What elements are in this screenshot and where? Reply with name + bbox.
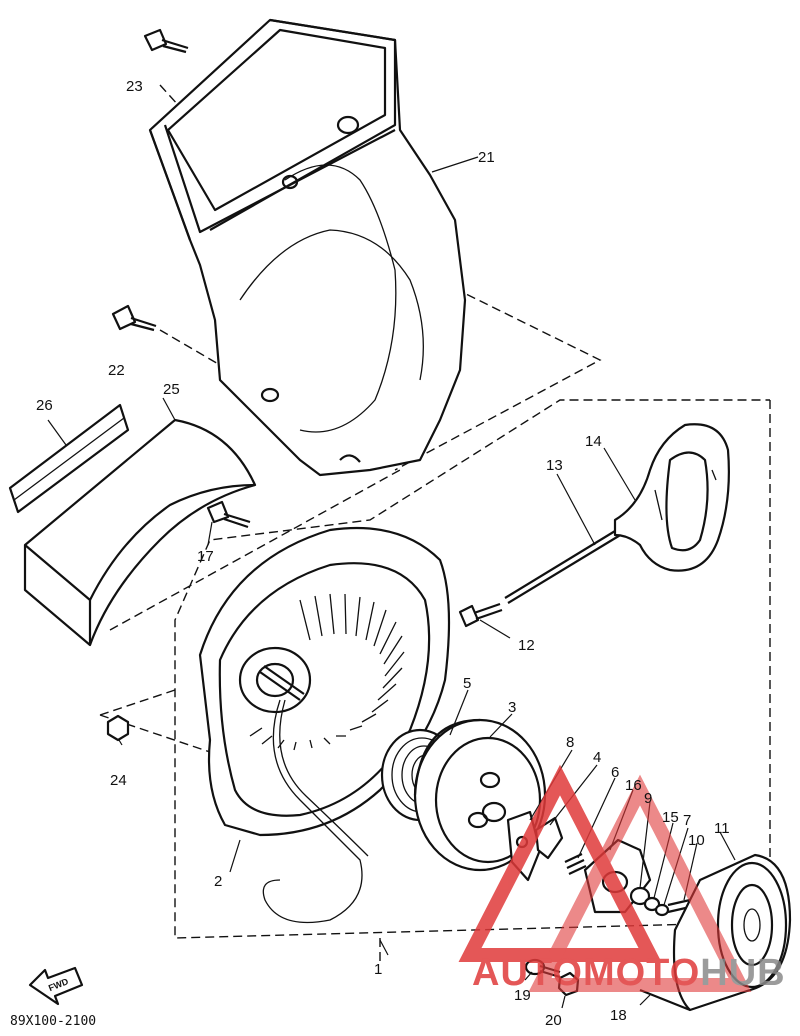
callout-18: 18 [610,1007,627,1024]
label-strip-26 [8,403,130,514]
forward-direction-arrow: FWD [28,966,84,1006]
callout-17: 17 [197,548,214,565]
drive-cup-11 [672,853,792,1012]
callout-2: 2 [214,873,222,890]
starter-case-2 [198,526,451,924]
nut-24 [106,714,130,742]
callout-26: 26 [36,397,53,414]
callout-23: 23 [126,78,143,95]
callout-12: 12 [518,637,535,654]
callout-16: 16 [625,777,642,794]
starter-handle-14 [613,423,730,572]
callout-3: 3 [508,699,516,716]
callout-5: 5 [463,675,471,692]
callout-10: 10 [688,832,705,849]
pin-12 [458,602,503,628]
svg-text:AUTOMOTOHUB: AUTOMOTOHUB [472,952,786,994]
watermark-red-text: AUTOMOTO [472,952,700,994]
starter-rope-13 [504,527,623,604]
bolt-17 [206,500,251,529]
callout-21: 21 [478,149,495,166]
callout-1: 1 [374,961,382,978]
cover-18 [639,988,691,1012]
spring-washer-6 [564,853,587,875]
callout-6: 6 [611,764,619,781]
side-cover-panel-25 [23,418,257,647]
callout-25: 25 [163,381,180,398]
bolt-23 [143,28,189,54]
callout-8: 8 [566,734,574,751]
diagram-reference-code: 89X100-2100 [10,1014,96,1029]
washer-9-15-7 [629,886,670,917]
callout-11: 11 [714,820,730,837]
callout-20: 20 [545,1012,562,1029]
callout-19: 19 [514,987,531,1004]
callout-14: 14 [585,433,602,450]
callout-7: 7 [683,812,691,829]
callout-24: 24 [110,772,127,789]
callout-13: 13 [546,457,563,474]
bolt-22 [111,304,157,332]
top-cover-shroud [148,18,467,477]
automotohub-watermark: AUTOMOTOHUB [458,764,786,994]
case-cooling-fins [249,593,405,751]
callout-15: 15 [662,809,679,826]
callout-22: 22 [108,362,125,379]
callout-numbers: 1 2 3 4 5 6 7 8 9 10 11 12 13 14 15 16 1… [36,78,730,1029]
callout-9: 9 [644,790,652,807]
watermark-gray-text: HUB [700,952,785,994]
callout-4: 4 [593,749,601,766]
